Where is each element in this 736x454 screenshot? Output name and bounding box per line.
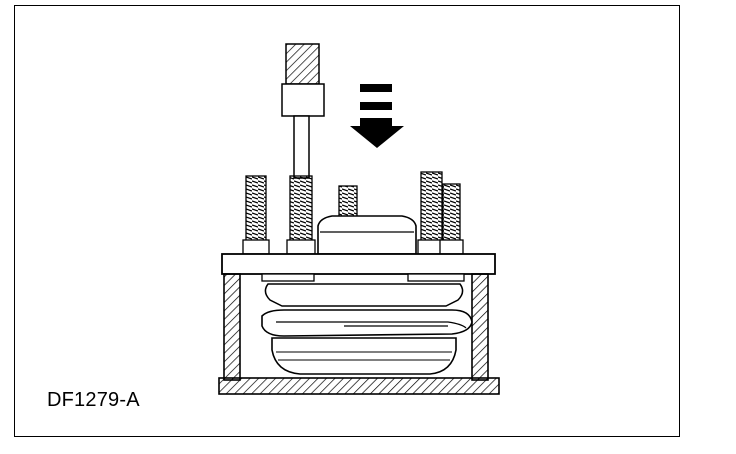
figure-frame [14,5,680,437]
hub-pilot [317,215,417,255]
press-direction-arrow-icon [350,84,404,148]
figure-id-label: DF1279-A [47,389,140,411]
wheel-studs [242,171,464,255]
wheel-bearing [261,283,473,375]
press-ram [281,43,325,179]
hub-flange [221,253,496,282]
press-support-fixture [218,273,500,395]
